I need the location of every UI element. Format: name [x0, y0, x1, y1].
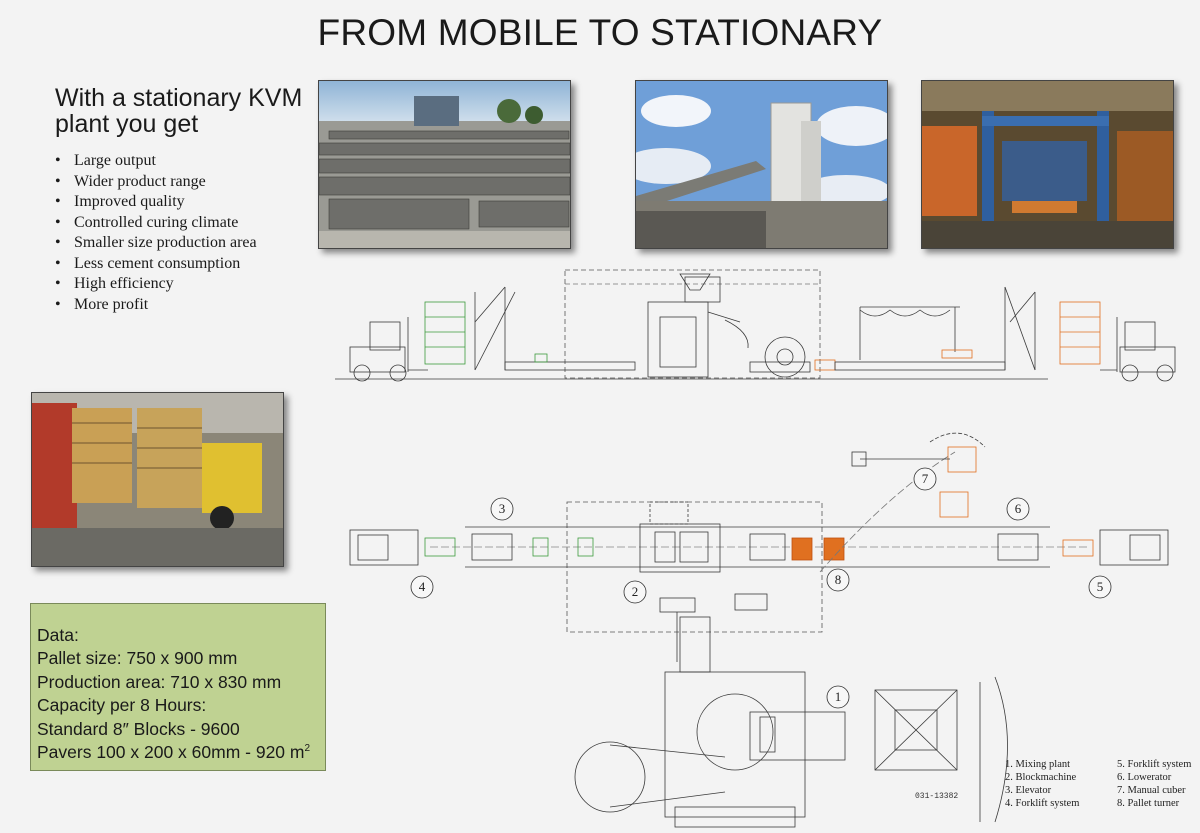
callout-label-3: 3 — [499, 501, 506, 516]
subtitle: With a stationary KVM plant you get — [55, 84, 303, 138]
callout-label-6: 6 — [1015, 501, 1022, 516]
photo-forklift — [31, 392, 284, 567]
pavers-text: Pavers 100 x 200 x 60mm - 920 m — [37, 742, 305, 763]
photo-indoor-plant — [921, 80, 1174, 249]
pallet-size: Pallet size: 750 x 900 mm — [37, 648, 238, 669]
callout-label-7: 7 — [922, 471, 929, 486]
legend-item: 3. Elevator — [1005, 785, 1052, 796]
plant-layout-drawing: 8 2 4 5 3 6 7 1 031-13382 1. Mixing plan… — [330, 262, 1200, 833]
legend-item: 1. Mixing plant — [1005, 759, 1070, 770]
pavers-unit-exponent: 2 — [304, 743, 311, 755]
data-heading: Data: — [37, 625, 79, 645]
benefit-item: More profit — [55, 295, 257, 316]
legend-item: 6. Lowerator — [1117, 772, 1172, 783]
legend-item: 2. Blockmachine — [1005, 772, 1076, 783]
callout-label-5: 5 — [1097, 579, 1104, 594]
photo-silo-plant — [635, 80, 888, 249]
legend-item: 5. Forklift system — [1117, 759, 1191, 770]
benefit-item: Large output — [55, 151, 257, 172]
photo-block-yard — [318, 80, 571, 249]
benefit-item: High efficiency — [55, 274, 257, 295]
data-box: Data: Pallet size: 750 x 900 mm Producti… — [30, 603, 326, 771]
benefit-item: Smaller size production area — [55, 233, 257, 254]
legend-item: 8. Pallet turner — [1117, 798, 1180, 809]
legend-item: 4. Forklift system — [1005, 798, 1079, 809]
callout-label-8: 8 — [835, 572, 842, 587]
blocks-capacity: Standard 8″ Blocks - 9600 — [37, 718, 240, 739]
callout-label-2: 2 — [632, 584, 639, 599]
benefit-item: Controlled curing climate — [55, 213, 257, 234]
benefit-item: Less cement consumption — [55, 254, 257, 275]
callout-label-4: 4 — [419, 579, 426, 594]
pavers-capacity: Pavers 100 x 200 x 60mm - 920 m2 — [37, 741, 325, 764]
benefit-item: Improved quality — [55, 192, 257, 213]
callout-8 — [826, 568, 850, 592]
capacity-label: Capacity per 8 Hours: — [37, 695, 207, 716]
callout-label-1: 1 — [835, 689, 842, 704]
benefits-list: Large output Wider product range Improve… — [55, 151, 257, 315]
drawing-number: 031-13382 — [915, 792, 958, 801]
page-title: FROM MOBILE TO STATIONARY — [317, 12, 883, 53]
production-area: Production area: 710 x 830 mm — [37, 671, 282, 692]
benefit-item: Wider product range — [55, 172, 257, 193]
legend-item: 7. Manual cuber — [1117, 785, 1186, 796]
